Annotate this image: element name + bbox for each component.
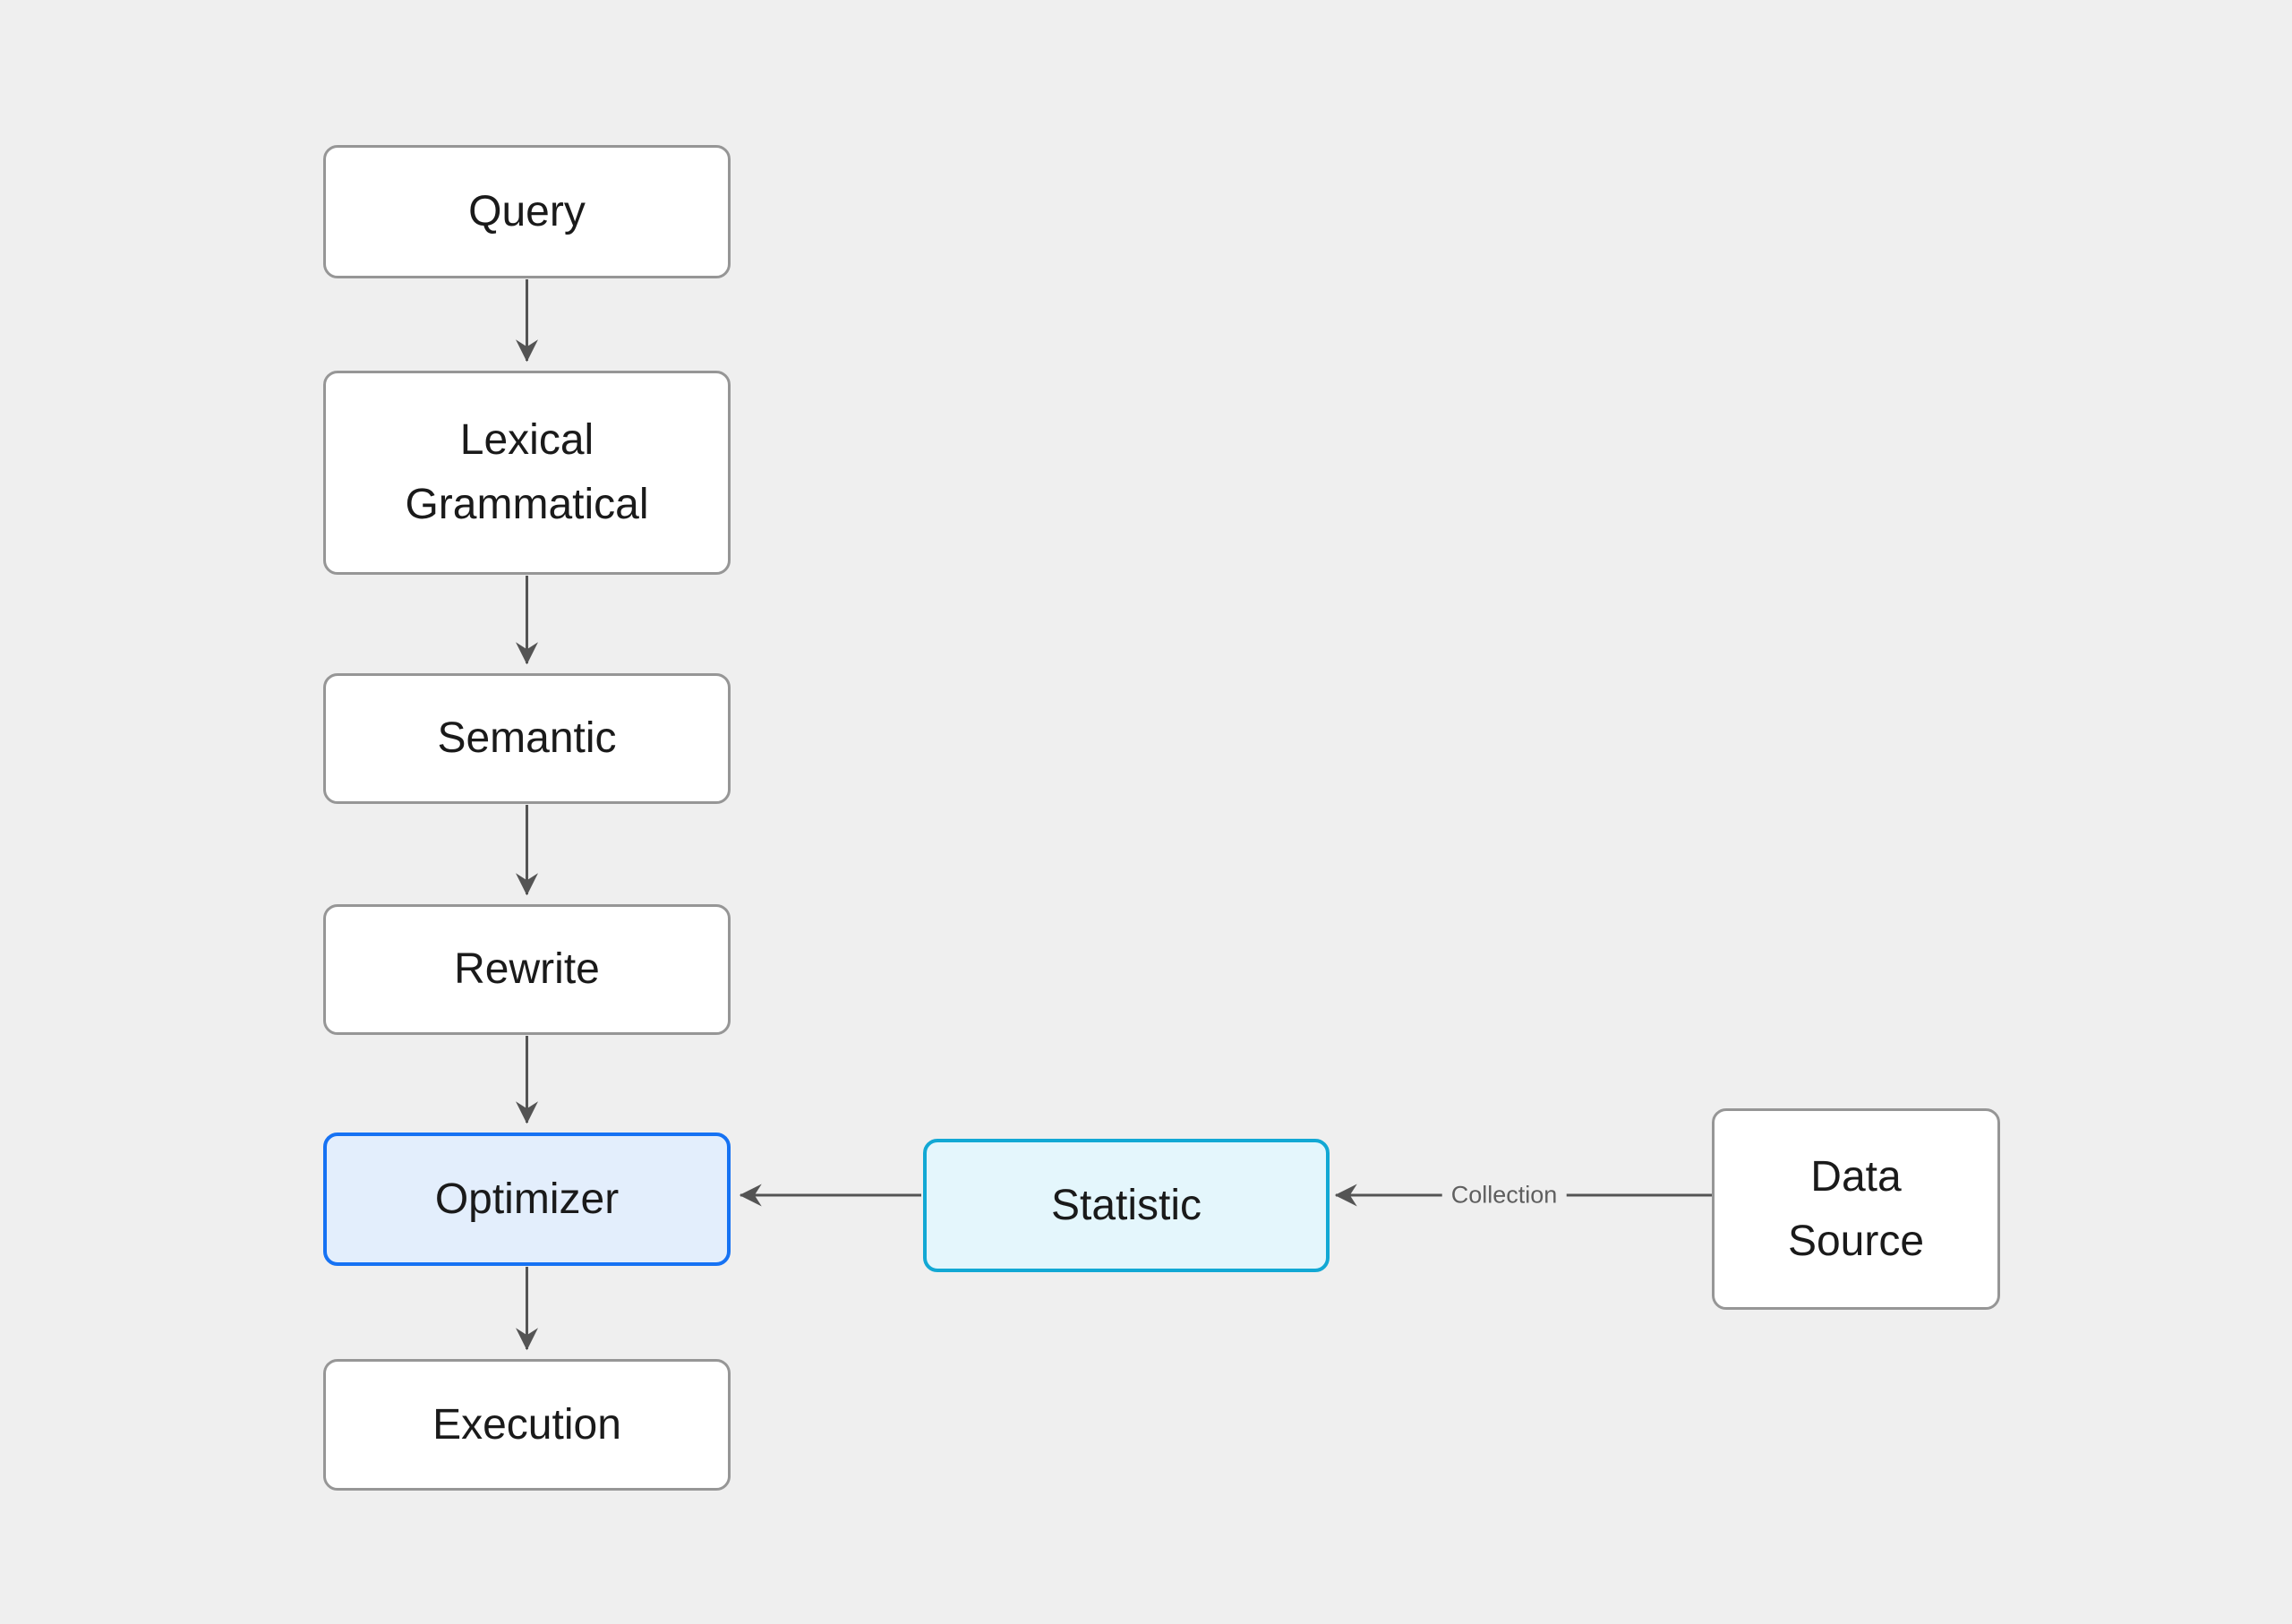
node-lexical-line2: Grammatical (405, 481, 649, 528)
node-query[interactable]: Query (323, 145, 731, 278)
node-semantic[interactable]: Semantic (323, 673, 731, 804)
node-rewrite[interactable]: Rewrite (323, 904, 731, 1035)
node-data-source-line2: Source (1787, 1217, 1925, 1265)
node-execution-label: Execution (432, 1400, 621, 1449)
node-statistic-label: Statistic (1050, 1181, 1202, 1229)
node-data-source-label: Data Source (1788, 1145, 1924, 1274)
node-lexical-line1: Lexical (459, 416, 594, 464)
node-data-source[interactable]: Data Source (1712, 1108, 2000, 1310)
node-semantic-label: Semantic (437, 714, 617, 762)
node-lexical-grammatical-label: Lexical Grammatical (405, 408, 648, 537)
node-execution[interactable]: Execution (323, 1359, 731, 1491)
node-lexical-grammatical[interactable]: Lexical Grammatical (323, 371, 731, 575)
node-optimizer-label: Optimizer (434, 1175, 620, 1223)
node-optimizer[interactable]: Optimizer (323, 1133, 731, 1266)
node-query-label: Query (468, 187, 586, 235)
node-data-source-line1: Data (1810, 1152, 1902, 1201)
node-rewrite-label: Rewrite (454, 945, 600, 993)
edge-label-collection: Collection (1441, 1179, 1567, 1211)
node-statistic[interactable]: Statistic (923, 1139, 1330, 1272)
